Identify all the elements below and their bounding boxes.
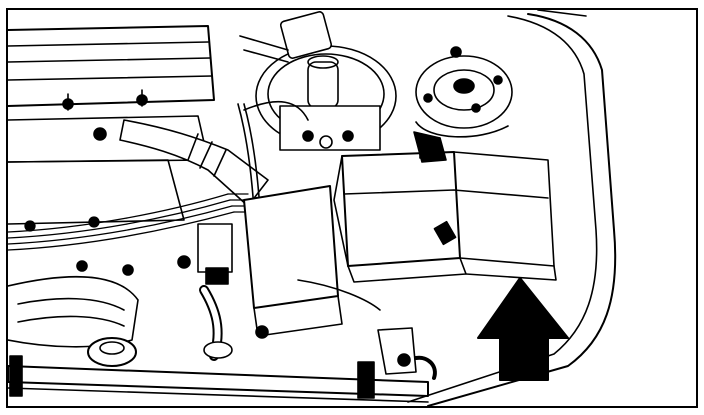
front-crossmember xyxy=(8,355,429,403)
lower-hose xyxy=(199,285,233,361)
reservoir xyxy=(243,185,381,339)
radiator-cap xyxy=(87,337,137,367)
illustration-frame xyxy=(6,8,698,408)
wiring-harness xyxy=(8,193,255,251)
engine-block xyxy=(8,25,215,225)
battery xyxy=(333,131,557,283)
top-connector xyxy=(239,11,333,63)
brake-booster xyxy=(255,45,397,151)
engine-bay-illustration xyxy=(8,10,617,406)
exhaust-manifold xyxy=(8,260,139,348)
hood-latch xyxy=(377,327,437,380)
intake-hose xyxy=(119,119,269,207)
relay-box xyxy=(177,223,233,285)
fender-outline xyxy=(407,10,617,406)
battery-arrow xyxy=(477,277,569,381)
strut-tower xyxy=(415,46,513,138)
